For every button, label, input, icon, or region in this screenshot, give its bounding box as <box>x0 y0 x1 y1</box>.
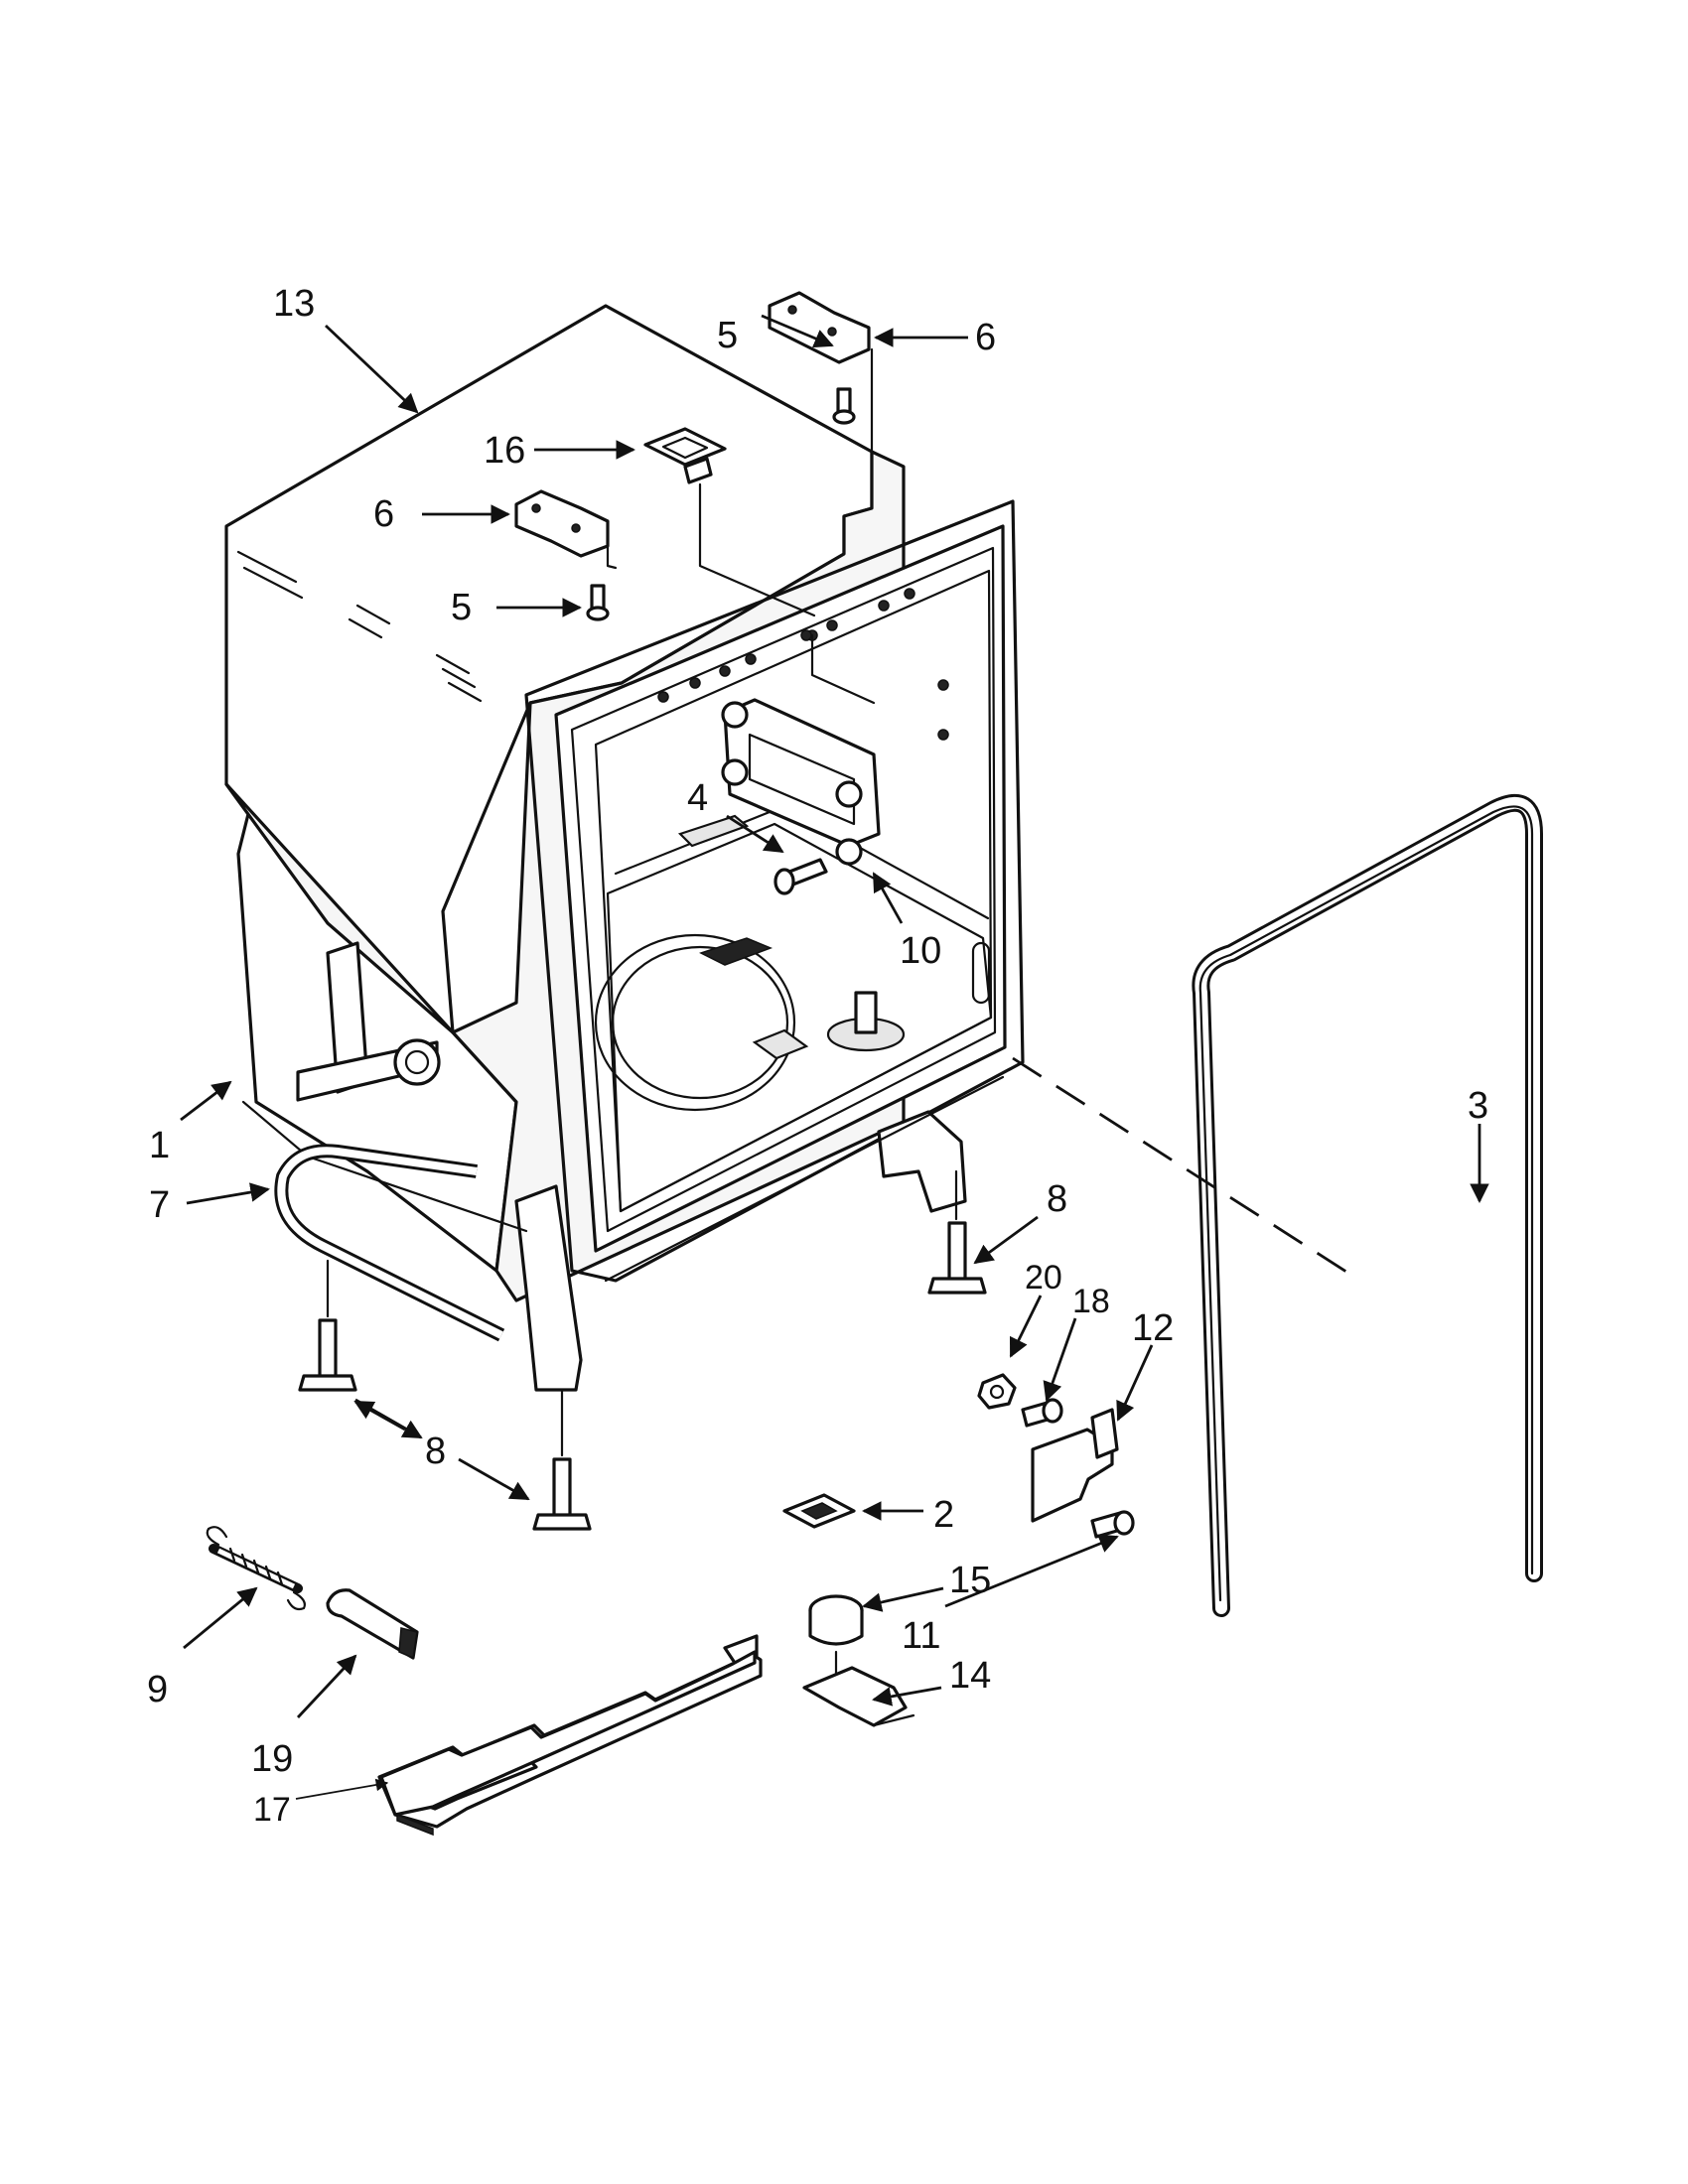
callout-19: 19 <box>251 1738 293 1780</box>
screw-lower <box>586 584 610 621</box>
callout-4: 4 <box>687 777 708 819</box>
callout-7: 7 <box>149 1184 170 1226</box>
callout-16: 16 <box>484 430 525 472</box>
alignment-dashline <box>1012 1056 1361 1283</box>
door-gasket <box>1192 793 1543 1617</box>
bracket-10 <box>721 698 881 866</box>
screw-upper <box>832 387 856 425</box>
leveling-bracket-left <box>514 1184 583 1392</box>
bracket-12 <box>1031 1408 1119 1523</box>
insulation-shield-17 <box>377 1634 763 1837</box>
bracket-14 <box>802 1666 915 1727</box>
screw-11 <box>1090 1510 1135 1539</box>
callout-10: 10 <box>900 930 941 972</box>
callout-15: 15 <box>949 1560 991 1601</box>
leader-lines <box>180 314 1489 1800</box>
callout-6-upper: 6 <box>975 317 996 358</box>
callout-2: 2 <box>933 1494 954 1536</box>
leveling-leg-left <box>298 1318 357 1392</box>
screw-18 <box>1021 1398 1063 1428</box>
leveling-leg-right <box>927 1221 987 1295</box>
pad-2 <box>782 1493 856 1529</box>
callout-9: 9 <box>147 1669 168 1710</box>
callout-18: 18 <box>1072 1283 1110 1320</box>
hinge-bracket-upper <box>768 291 871 364</box>
callout-13: 13 <box>273 283 315 325</box>
clip <box>643 427 816 617</box>
vent-pad <box>677 814 750 848</box>
thermostat-15 <box>808 1594 864 1680</box>
callout-labels: 13 5 6 16 6 5 4 10 1 7 3 8 20 18 12 8 2 … <box>147 283 1488 1829</box>
callout-17: 17 <box>253 1791 291 1829</box>
pad-19 <box>326 1588 419 1660</box>
callout-6-lower: 6 <box>373 493 394 535</box>
callout-8-lower: 8 <box>425 1431 446 1472</box>
tub-floor <box>606 822 993 1213</box>
callout-12: 12 <box>1132 1307 1174 1349</box>
sump-opening <box>594 933 796 1112</box>
callout-5-upper: 5 <box>717 315 738 356</box>
screw-4 <box>774 858 828 895</box>
door-spring <box>206 1526 306 1611</box>
callout-8-right: 8 <box>1047 1178 1067 1220</box>
leveling-leg-center <box>532 1457 592 1531</box>
callout-11: 11 <box>902 1615 940 1657</box>
callout-1: 1 <box>149 1125 170 1166</box>
tub-assembly <box>224 304 1025 1392</box>
callout-3: 3 <box>1468 1085 1488 1127</box>
callout-20: 20 <box>1025 1259 1062 1297</box>
callout-5-lower: 5 <box>451 587 472 628</box>
nut-20 <box>977 1373 1017 1410</box>
door-seal <box>274 1144 505 1342</box>
callout-14: 14 <box>949 1655 991 1697</box>
